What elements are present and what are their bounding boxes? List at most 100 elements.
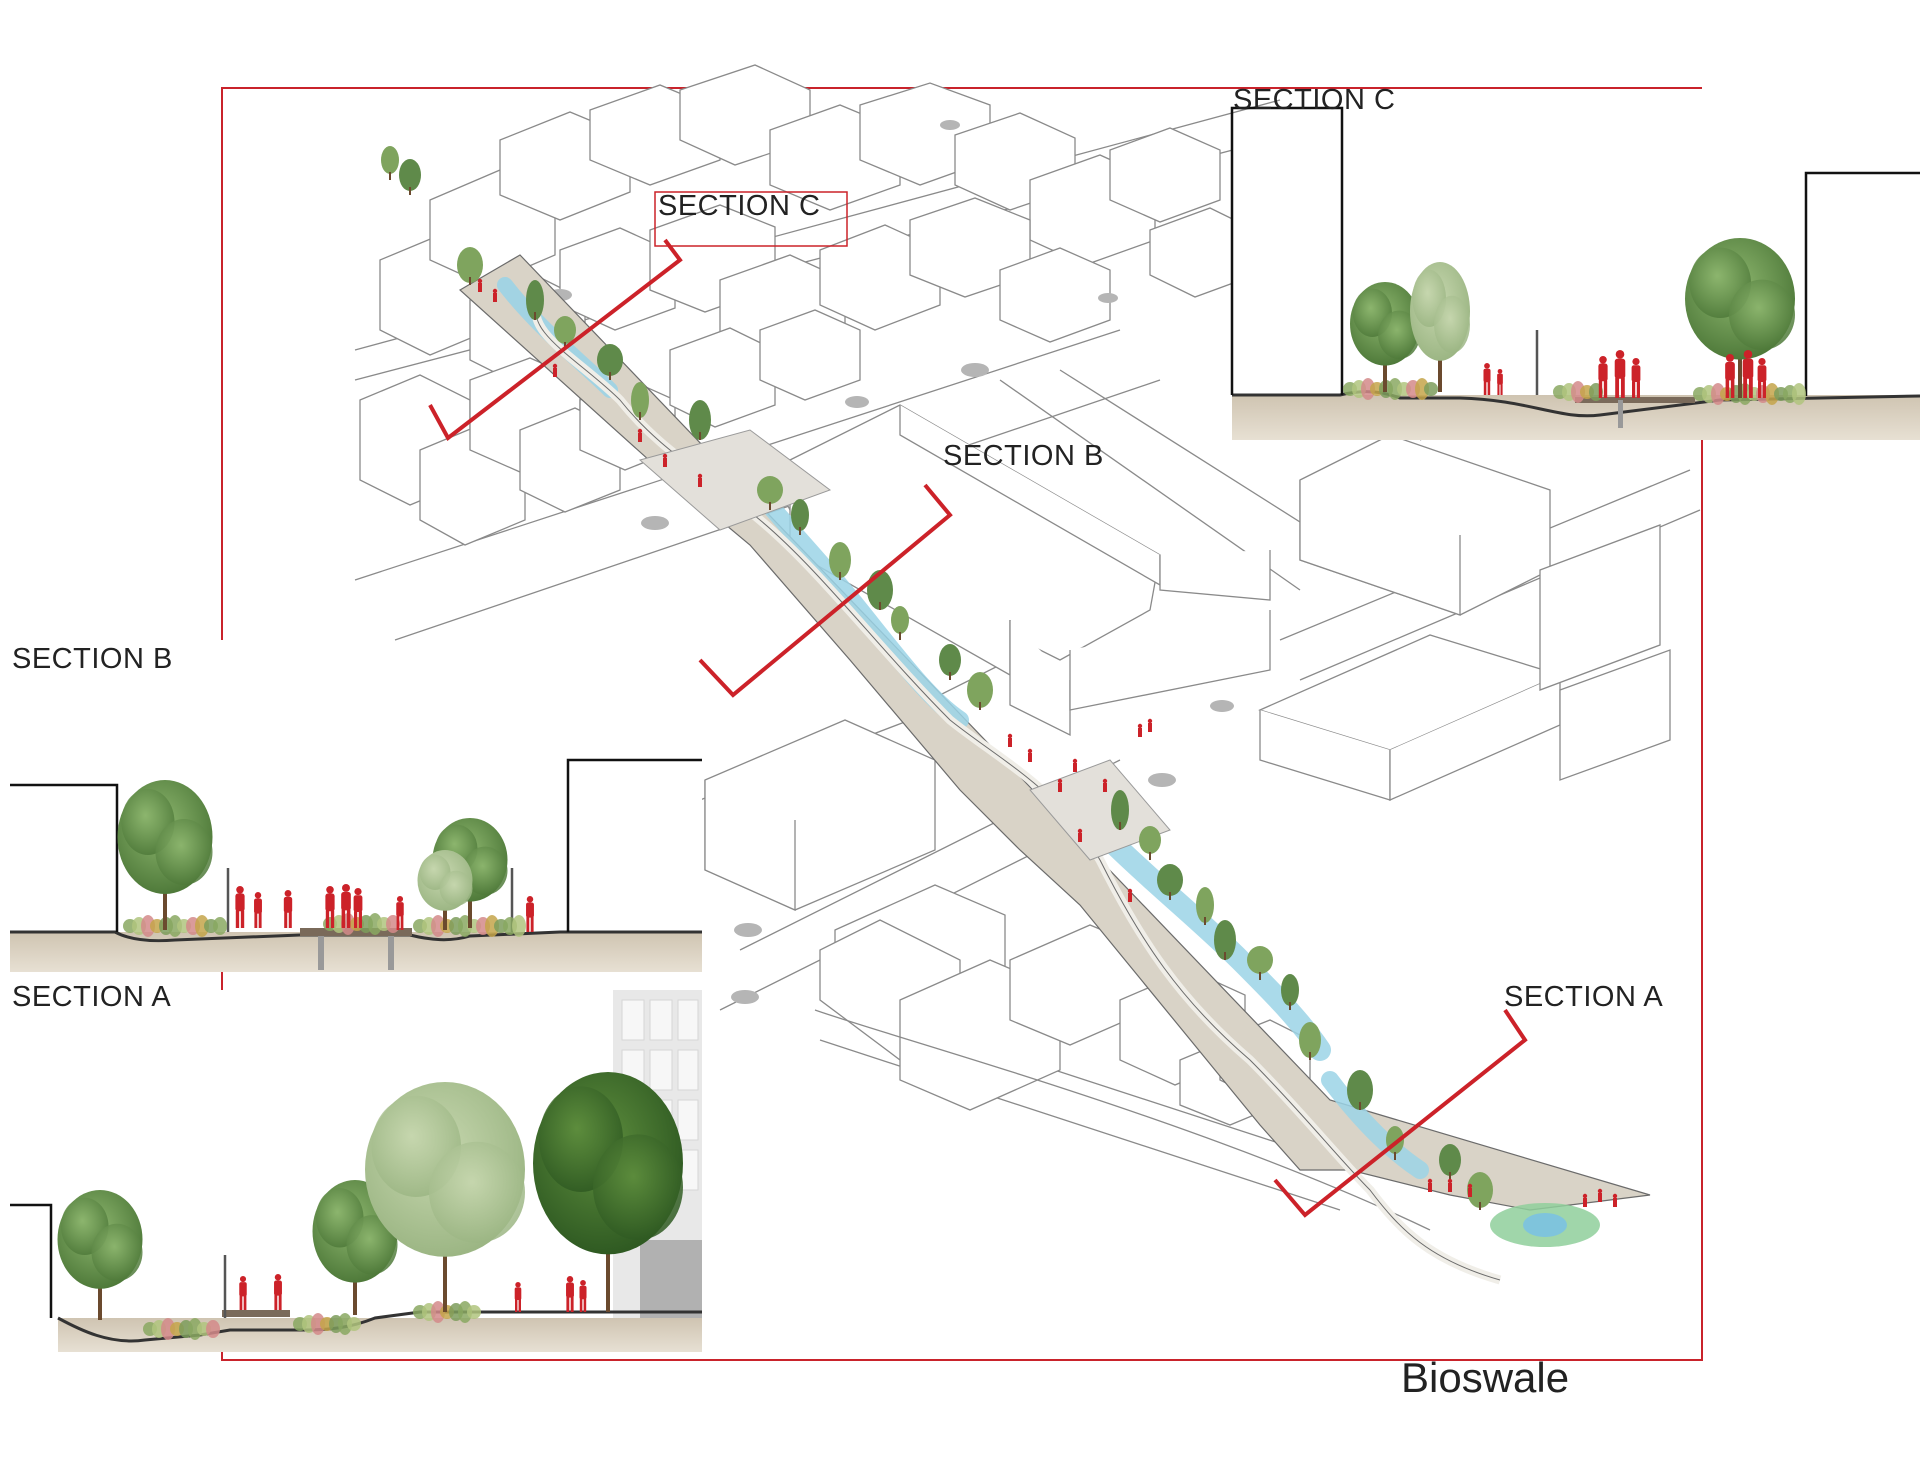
section-c-plan-label: SECTION C — [658, 190, 821, 222]
tree-icon — [1111, 790, 1129, 830]
tree-icon — [117, 780, 213, 930]
shrub-planting — [413, 915, 526, 937]
tree-icon — [57, 1190, 143, 1320]
section-b-drawing — [10, 758, 702, 972]
person-icon — [274, 1274, 282, 1310]
section-a-plan-label: SECTION A — [1504, 981, 1664, 1013]
corridor-trees — [381, 146, 1493, 1210]
tree-icon — [457, 247, 483, 285]
section-a-trees — [57, 1072, 683, 1340]
section-a-cut-line — [1273, 1008, 1528, 1218]
person-icon — [1483, 363, 1491, 395]
person-icon — [566, 1276, 574, 1312]
person-icon — [477, 278, 483, 292]
section-b-plan-label: SECTION B — [943, 440, 1104, 472]
section-b-people — [235, 884, 534, 932]
person-icon — [341, 884, 351, 928]
tree-icon — [631, 382, 649, 420]
person-icon — [514, 1282, 522, 1312]
person-icon — [492, 288, 498, 302]
tree-icon — [1350, 282, 1420, 392]
tree-icon — [1410, 262, 1470, 392]
person-icon — [1427, 1178, 1433, 1192]
tree-icon — [939, 644, 961, 680]
tree-icon — [967, 672, 993, 710]
tree-icon — [381, 146, 399, 180]
buildings-right — [1258, 399, 1671, 801]
person-icon — [1072, 758, 1078, 772]
person-icon — [353, 888, 363, 928]
person-icon — [579, 1280, 587, 1312]
person-icon — [1027, 748, 1033, 762]
section-c-plan-label-box — [654, 191, 848, 247]
person-icon — [1147, 718, 1153, 732]
tree-icon — [1439, 1144, 1461, 1180]
person-icon — [396, 896, 404, 930]
tree-icon — [689, 400, 711, 440]
shrub-planting — [413, 1301, 481, 1323]
shrub-planting — [293, 1313, 361, 1335]
curved-road — [814, 1009, 1431, 1231]
section-b-cut-line — [698, 483, 953, 698]
tree-icon — [526, 280, 544, 320]
tree-icon — [1299, 1022, 1321, 1060]
diagram-title: Bioswale — [1401, 1354, 1570, 1401]
person-icon — [1612, 1193, 1618, 1207]
section-b-panel-label: SECTION B — [12, 643, 173, 675]
person-icon — [1102, 778, 1108, 792]
tree-icon — [417, 850, 473, 930]
section-a-drawing — [10, 990, 702, 1352]
section-c-trees — [1343, 237, 1806, 405]
section-c-drawing — [1230, 106, 1920, 440]
person-icon — [637, 428, 643, 442]
person-icon — [1598, 356, 1608, 398]
person-icon — [283, 890, 293, 928]
shrub-planting — [1343, 378, 1438, 400]
person-icon — [1631, 358, 1641, 398]
person-icon — [1077, 828, 1083, 842]
person-icon — [697, 473, 703, 487]
tree-icon — [1467, 1172, 1493, 1210]
person-icon — [1057, 778, 1063, 792]
tree-icon — [757, 476, 783, 510]
section-c-people — [1483, 350, 1767, 398]
tree-icon — [1281, 974, 1299, 1010]
person-icon — [325, 886, 335, 928]
person-icon — [1757, 358, 1767, 398]
bioswale-corridor — [458, 254, 1651, 1285]
tree-icon — [1247, 946, 1273, 980]
person-icon — [1447, 1178, 1453, 1192]
tree-icon — [1347, 1070, 1373, 1110]
section-c-cut-line — [428, 238, 683, 442]
tree-icon — [1196, 887, 1214, 925]
tree-icon — [399, 159, 421, 195]
person-icon — [254, 892, 262, 928]
person-icon — [1597, 1188, 1603, 1202]
person-icon — [1497, 369, 1503, 395]
tree-icon — [533, 1072, 683, 1312]
tree-icon — [1139, 826, 1161, 860]
person-icon — [1007, 733, 1013, 747]
person-icon — [1582, 1193, 1588, 1207]
shrub-planting — [123, 915, 227, 937]
section-a-people — [239, 1274, 587, 1312]
tree-icon — [365, 1082, 525, 1312]
tree-icon — [597, 344, 623, 380]
section-b-trees — [117, 780, 526, 937]
shrub-planting — [143, 1318, 220, 1340]
tree-icon — [867, 570, 893, 610]
section-cut-markers — [428, 238, 1528, 1218]
person-icon — [1467, 1183, 1473, 1197]
person-icon — [239, 1276, 247, 1310]
tree-icon — [1214, 920, 1236, 960]
tree-icon — [791, 499, 809, 535]
person-icon — [552, 363, 558, 377]
person-icon — [1137, 723, 1143, 737]
person-icon — [1725, 354, 1735, 398]
tree-icon — [1685, 237, 1795, 398]
tree-icon — [891, 606, 909, 640]
tree-icon — [1157, 864, 1183, 900]
tree-icon — [829, 542, 851, 580]
